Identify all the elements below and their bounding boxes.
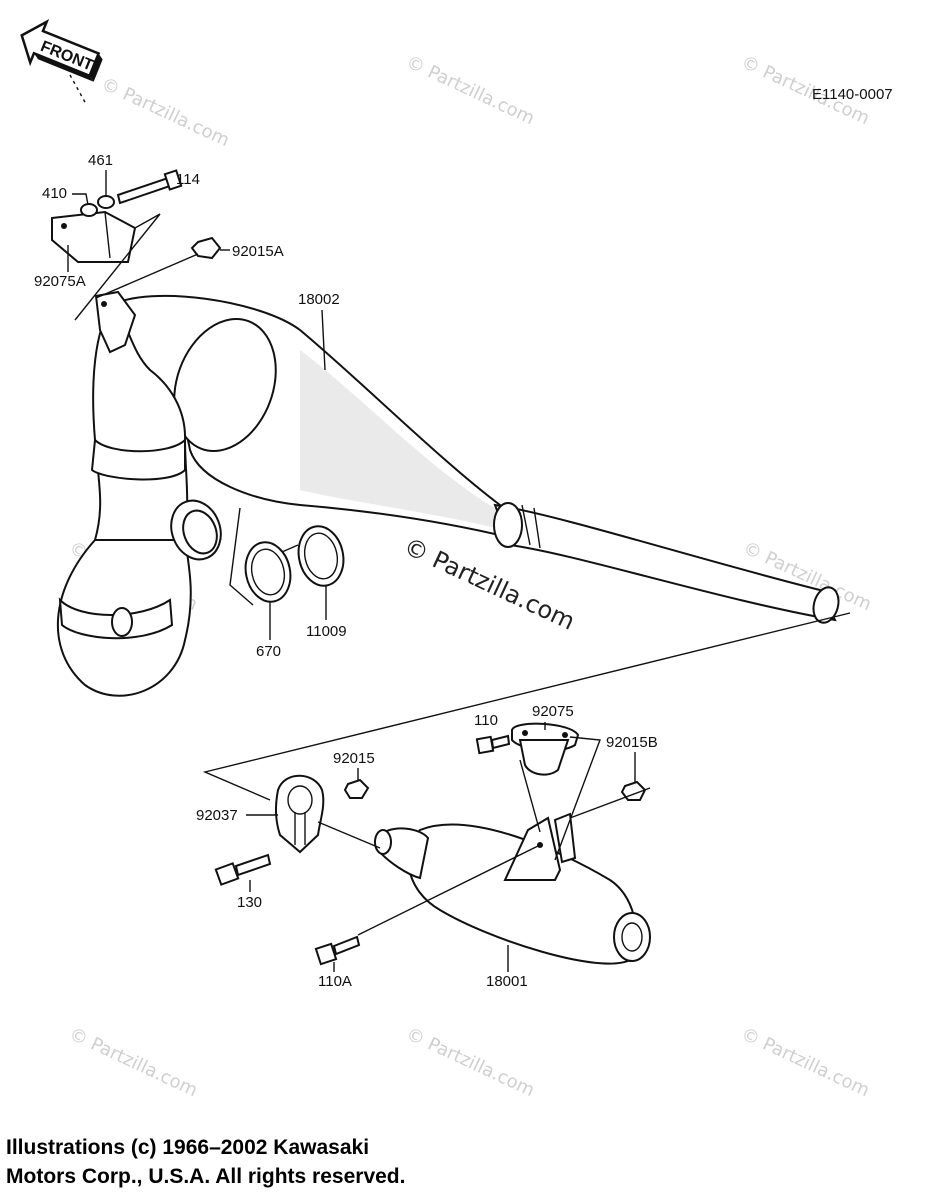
muffler-18001 [374,812,651,965]
copyright-notice: Illustrations (c) 1966–2002 Kawasaki Mot… [6,1133,405,1191]
gasket-11009 [297,525,345,587]
bolt-130 [214,853,272,886]
nut-92015 [343,778,370,799]
watermark-top-left: © Partzilla.com [98,73,233,151]
front-direction-dashes [69,74,87,105]
watermark-bottom-right: © Partzilla.com [738,1023,873,1101]
label-110A: 110A [318,973,352,990]
label-92037: 92037 [196,807,238,824]
exhaust-chamber-18002 [56,290,840,697]
label-110: 110 [474,712,498,729]
rubber-mount-92075A [51,210,137,263]
label-92015B: 92015B [606,734,658,751]
part-labels: 461 114 410 92015A 92075A 18002 670 1100… [34,152,658,990]
collar-410 [80,203,98,217]
nut-92015A [190,236,222,260]
diagram-code: E1140-0007 [812,86,893,103]
copyright-line-1: Illustrations (c) 1966–2002 Kawasaki [6,1136,370,1159]
label-18002: 18002 [298,291,340,308]
label-18001: 18001 [486,973,528,990]
label-670: 670 [256,643,281,660]
bolt-110A [314,935,361,966]
label-92015: 92015 [333,750,375,767]
copyright-line-2: Motors Corp., U.S.A. All rights reserved… [6,1165,406,1188]
bracket-guide-line [74,213,161,321]
washer-461 [97,195,115,209]
gasket-670 [244,541,292,603]
label-461: 461 [88,152,113,169]
watermark-bottom-center: © Partzilla.com [403,1023,538,1101]
bolt-114 [116,169,183,205]
label-114: 114 [176,171,200,188]
watermark-bottom-left: © Partzilla.com [66,1023,201,1101]
label-92075A: 92075A [34,273,86,290]
label-11009: 11009 [306,623,347,640]
label-92075: 92075 [532,703,574,720]
clamp-92037 [274,774,325,854]
gasket-guide-line [229,507,254,606]
watermark-top-center: © Partzilla.com [403,51,538,129]
label-410: 410 [42,185,67,202]
rubber-damper-92075 [511,722,580,776]
label-130: 130 [237,894,262,911]
assembly-guide-lines [202,612,851,936]
bolt-110 [475,734,511,755]
front-arrow-icon: FRONT [20,18,103,82]
label-92015A: 92015A [232,243,284,260]
nut-92015B [620,780,647,801]
